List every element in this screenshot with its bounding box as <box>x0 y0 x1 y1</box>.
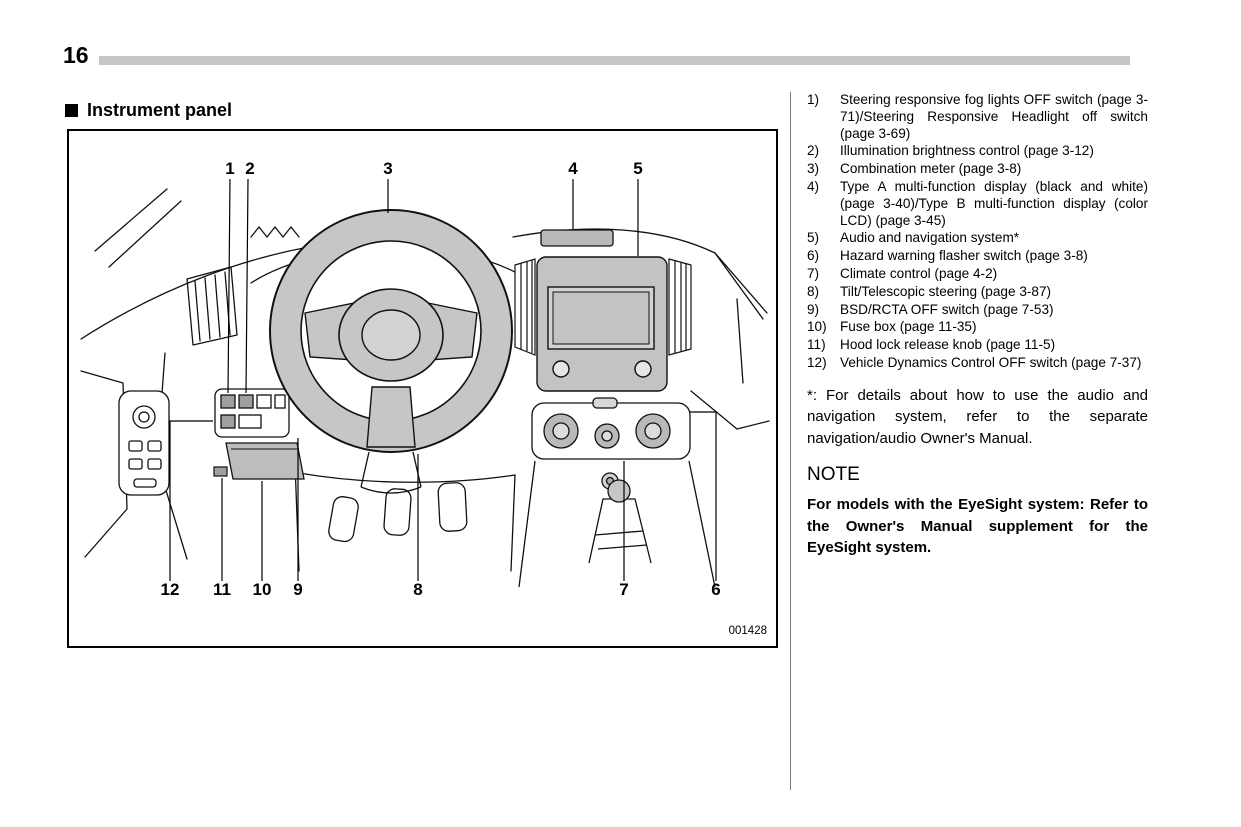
instrument-panel-figure: 1 2 3 4 5 6 7 8 9 10 11 12 001428 <box>67 129 778 648</box>
callout-1: 1 <box>225 159 234 178</box>
legend-item-number: 7) <box>807 265 820 281</box>
callout-11: 11 <box>213 580 231 599</box>
legend-item-text: Type A multi-function display (black and… <box>840 178 1148 228</box>
section-marker-icon <box>65 104 78 117</box>
legend-item-text: Illumination brightness control (page 3-… <box>840 143 1094 159</box>
air-vents <box>514 258 692 356</box>
section-heading: Instrument panel <box>65 100 232 121</box>
callout-9: 9 <box>293 580 302 599</box>
legend-item: 2) Illumination brightness control (page… <box>807 143 1148 160</box>
footnote: *: For details about how to use the audi… <box>807 386 1148 447</box>
climate-control-panel <box>531 397 691 460</box>
legend-item-number: 6) <box>807 248 820 264</box>
legend-column: 1) Steering responsive fog lights OFF sw… <box>807 92 1148 559</box>
legend-item: 8) Tilt/Telescopic steering (page 3-87) <box>807 284 1148 301</box>
hazard-switch <box>592 397 618 409</box>
header-rule <box>98 56 1130 65</box>
instrument-panel-drawing: 1 2 3 4 5 6 7 8 9 10 11 12 001428 <box>80 159 770 637</box>
legend-item: 12) Vehicle Dynamics Control OFF switch … <box>807 355 1148 372</box>
callout-12: 12 <box>161 580 180 599</box>
legend-item-text: Climate control (page 4-2) <box>840 265 998 281</box>
multi-function-display <box>540 229 614 247</box>
legend-item: 1) Steering responsive fog lights OFF sw… <box>807 92 1148 142</box>
legend-item-text: Vehicle Dynamics Control OFF switch (pag… <box>840 354 1142 370</box>
callout-6: 6 <box>711 580 720 599</box>
legend-item-number: 1) <box>807 92 820 107</box>
figure-code: 001428 <box>729 625 767 637</box>
fuse-box-tray <box>225 442 305 480</box>
legend-item-number: 12) <box>807 354 827 370</box>
steering-column <box>360 451 422 494</box>
switch-cluster <box>214 388 290 438</box>
page-header: 16 <box>63 44 1130 67</box>
legend-item: 3) Combination meter (page 3-8) <box>807 161 1148 178</box>
legend-item-number: 9) <box>807 301 820 317</box>
callout-3: 3 <box>383 159 392 178</box>
callout-10: 10 <box>253 580 272 599</box>
gear-shifter <box>518 460 716 588</box>
legend-item: 4) Type A multi-function display (black … <box>807 179 1148 229</box>
pedals <box>328 482 468 543</box>
callout-7: 7 <box>619 580 628 599</box>
legend-item-text: Audio and navigation system* <box>840 230 1020 246</box>
legend-item-text: Hood lock release knob (page 11-5) <box>840 337 1056 353</box>
page-number: 16 <box>63 42 89 68</box>
hood-release-knob <box>213 466 228 477</box>
legend-item-number: 2) <box>807 143 820 159</box>
callout-8: 8 <box>413 580 422 599</box>
legend-item-text: BSD/RCTA OFF switch (page 7-53) <box>840 301 1054 317</box>
legend-item: 9) BSD/RCTA OFF switch (page 7-53) <box>807 302 1148 319</box>
legend-item-number: 8) <box>807 283 820 299</box>
legend-item-number: 3) <box>807 161 820 177</box>
legend-item-text: Steering responsive fog lights OFF switc… <box>840 92 1148 141</box>
note-text: For models with the EyeSight system: Ref… <box>807 496 1148 557</box>
legend-item-number: 10) <box>807 319 827 335</box>
audio-navigation-unit <box>536 256 668 392</box>
note-heading: NOTE <box>807 464 860 486</box>
callout-leader-lines <box>169 178 717 581</box>
column-divider <box>790 92 791 790</box>
legend-item: 11) Hood lock release knob (page 11-5) <box>807 337 1148 354</box>
legend-item-number: 4) <box>807 178 820 194</box>
steering-wheel <box>269 209 513 453</box>
callout-2: 2 <box>245 159 254 178</box>
legend-list: 1) Steering responsive fog lights OFF sw… <box>807 92 1148 372</box>
legend-item: 7) Climate control (page 4-2) <box>807 266 1148 283</box>
legend-item-text: Fuse box (page 11-35) <box>840 319 977 335</box>
callout-4: 4 <box>568 159 578 178</box>
legend-item: 6) Hazard warning flasher switch (page 3… <box>807 248 1148 265</box>
legend-item: 5) Audio and navigation system* <box>807 230 1148 247</box>
legend-item-text: Hazard warning flasher switch (page 3-8) <box>840 248 1088 264</box>
legend-item-text: Tilt/Telescopic steering (page 3-87) <box>840 283 1052 299</box>
legend-item-number: 5) <box>807 230 820 246</box>
legend-item: 10) Fuse box (page 11-35) <box>807 319 1148 336</box>
legend-item-number: 11) <box>807 337 826 353</box>
section-title: Instrument panel <box>87 100 233 120</box>
door-switch-panel <box>118 390 170 496</box>
callout-5: 5 <box>633 159 642 178</box>
legend-item-text: Combination meter (page 3-8) <box>840 161 1022 177</box>
